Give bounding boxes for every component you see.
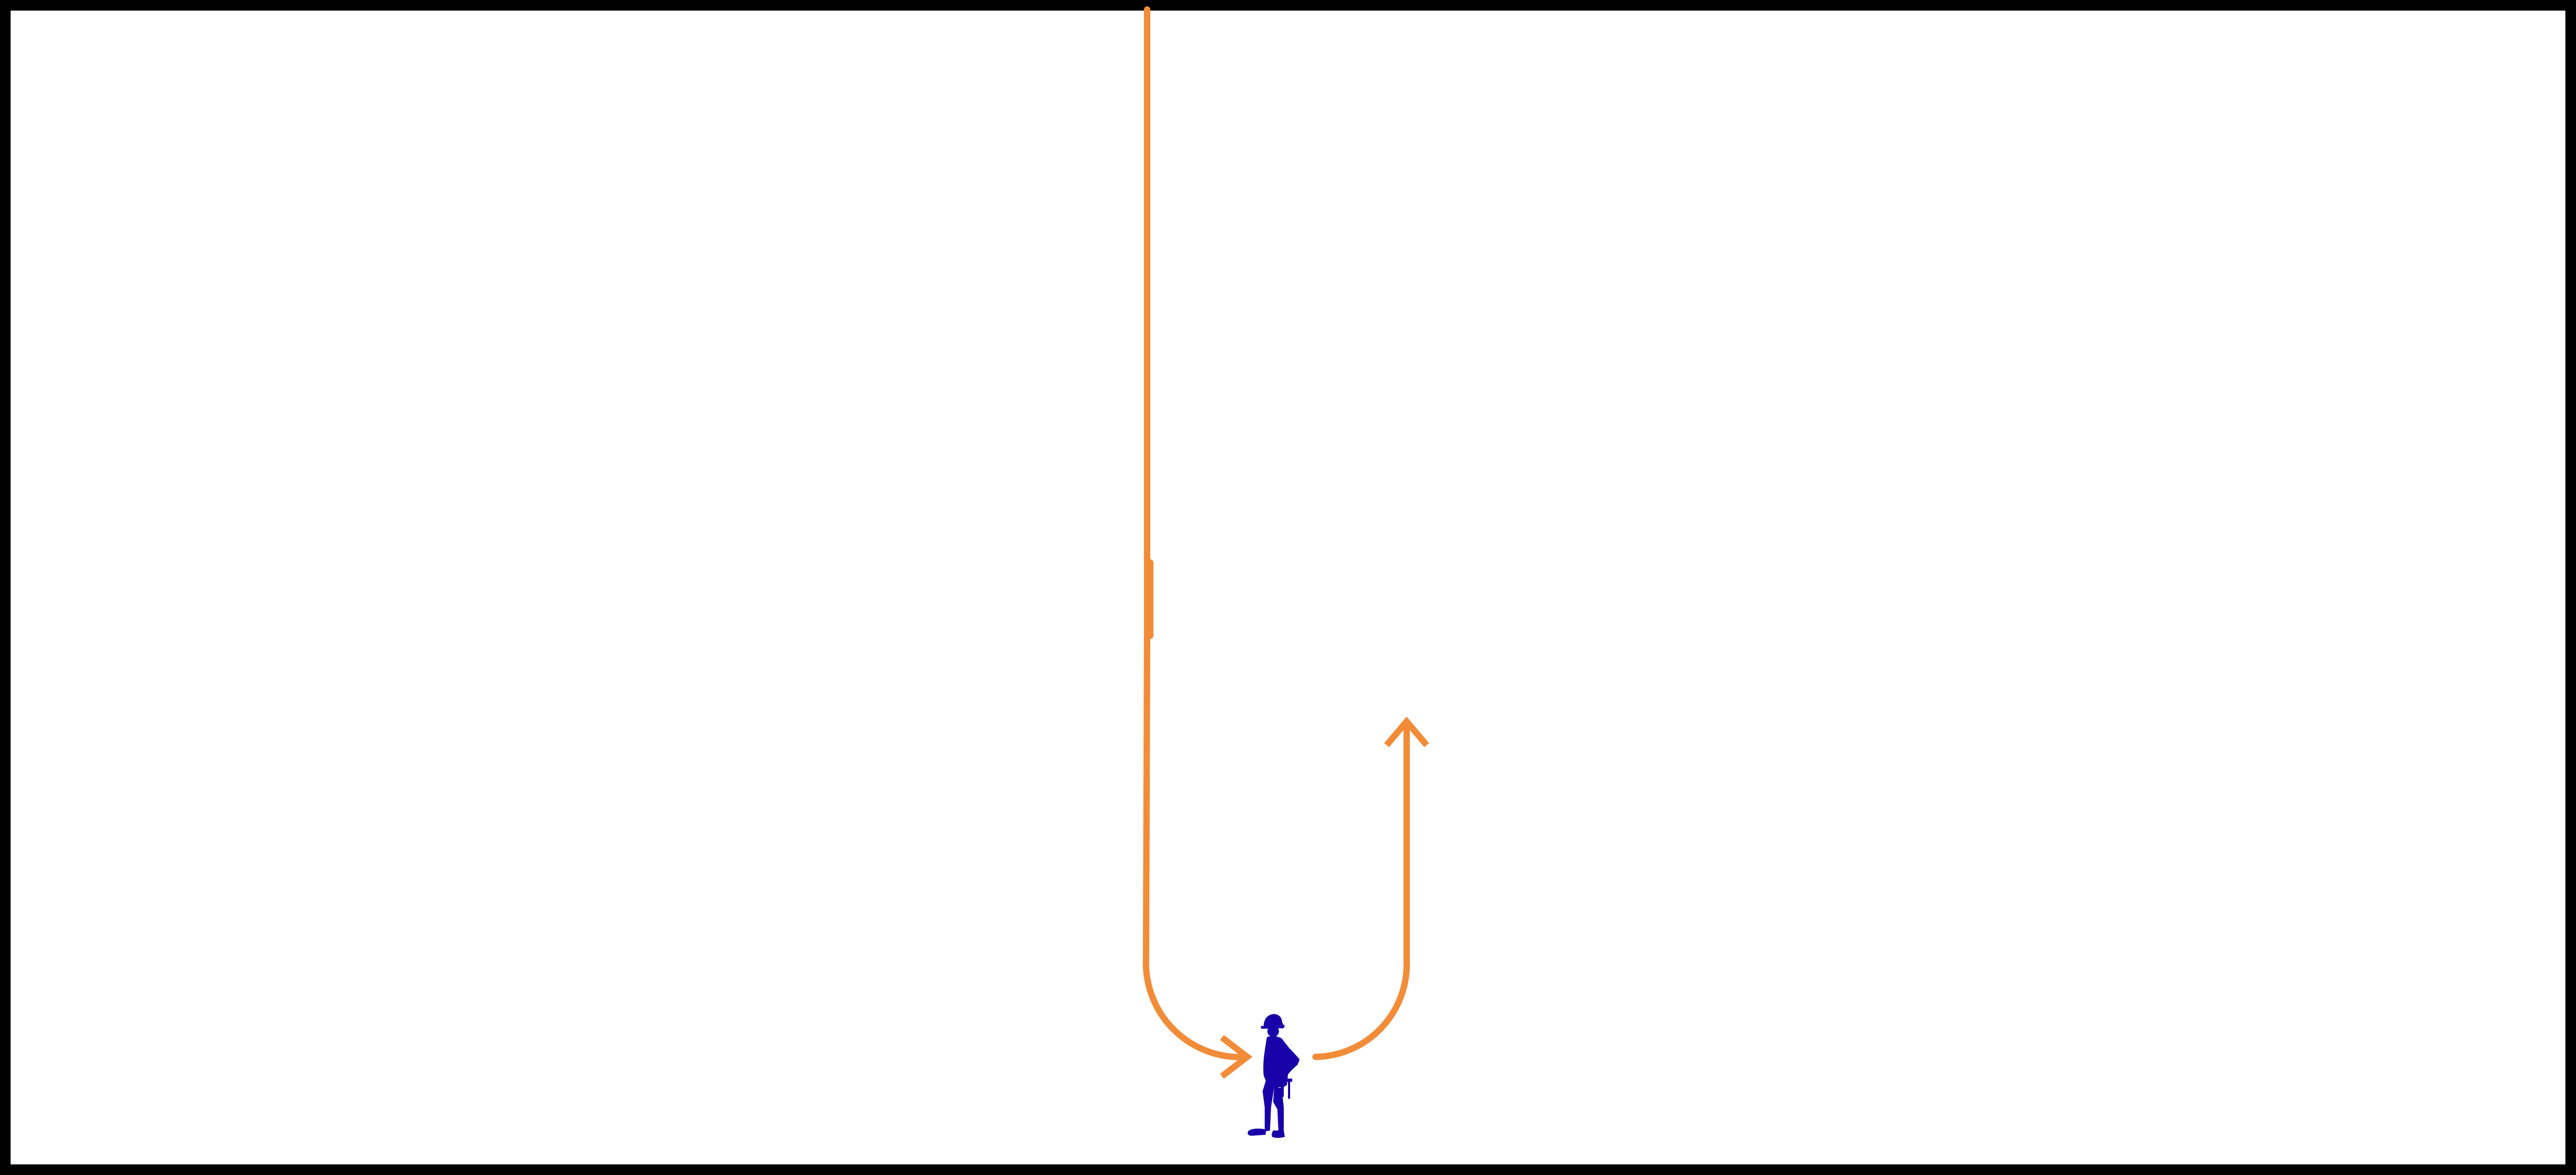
inbound-vertical-segment-lower [1143, 633, 1150, 962]
arrowhead-up-icon [1384, 716, 1429, 747]
outbound-curve [1312, 957, 1410, 1060]
arrowhead-right-icon [1220, 1035, 1253, 1079]
worker-silhouette-icon [1247, 1014, 1300, 1138]
inbound-curve [1142, 956, 1250, 1061]
inbound-path [1142, 6, 1250, 1061]
outbound-path [1312, 718, 1410, 1060]
